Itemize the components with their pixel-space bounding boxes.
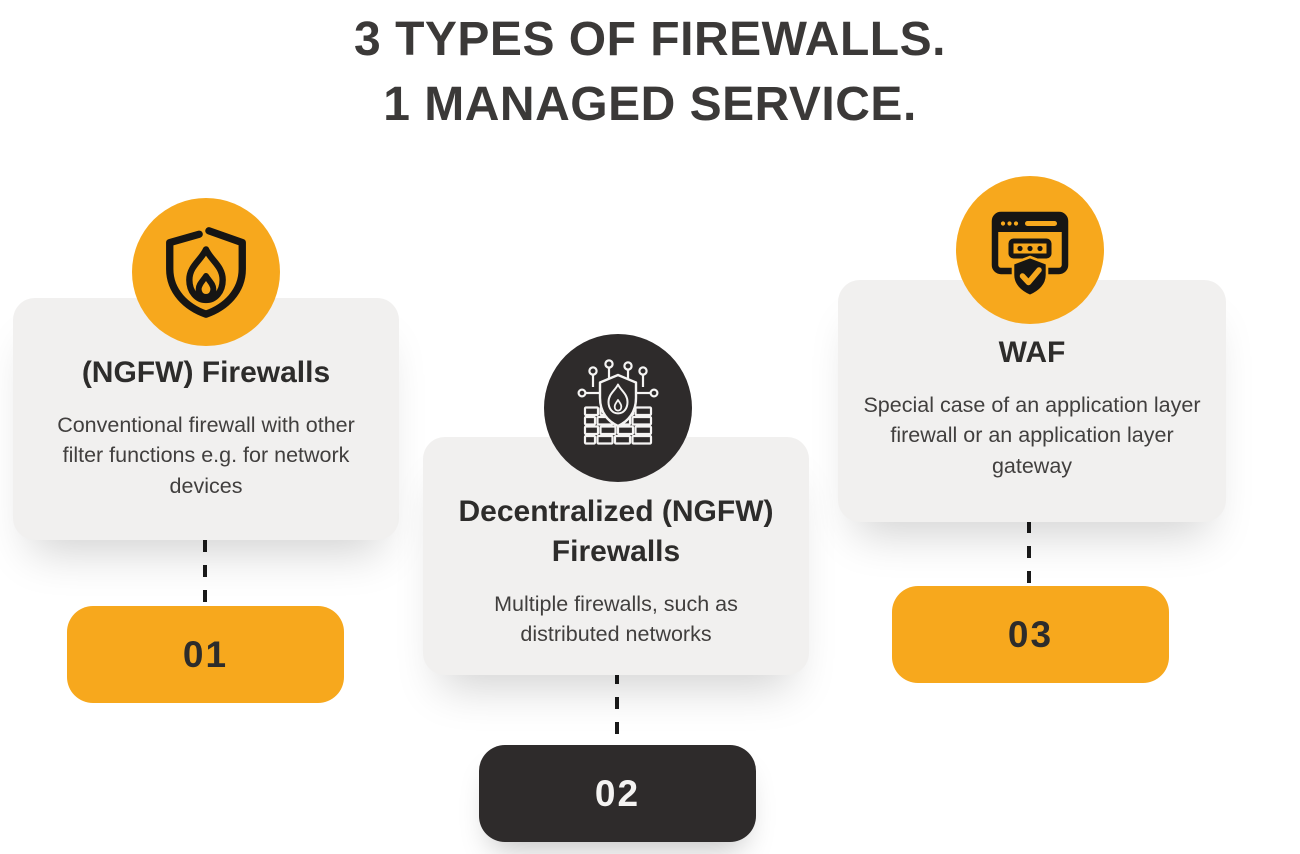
step-number: 03 [1007,613,1054,655]
step-number: 02 [594,772,641,814]
card-title: (NGFW) Firewalls [81,356,331,389]
page-title-line2: 1 MANAGED SERVICE. [383,77,917,131]
firewall-brick-network-icon [544,334,692,482]
card-description: Special case of an application layer fir… [863,392,1201,478]
page-title-line1: 3 TYPES OF FIREWALLS. [354,13,946,66]
connector-dashed-line [1027,521,1031,586]
connector-dashed-line [203,540,207,606]
browser-shield-check-icon [956,176,1104,324]
shield-flame-icon [132,198,280,346]
step-badge-02: 02 [479,745,756,842]
step-badge-01: 01 [67,606,344,703]
step-number: 01 [182,633,229,675]
card-title: WAF [998,336,1066,369]
connector-dashed-line [615,672,619,745]
page-title: 3 TYPES OF FIREWALLS. 1 MANAGED SERVICE. [0,8,1300,138]
card-description: Conventional firewall with other filter … [57,412,355,498]
card-title: Decentralized (NGFW) Firewalls [458,495,774,568]
card-description: Multiple firewalls, such as distributed … [494,591,738,647]
step-badge-03: 03 [892,586,1169,683]
